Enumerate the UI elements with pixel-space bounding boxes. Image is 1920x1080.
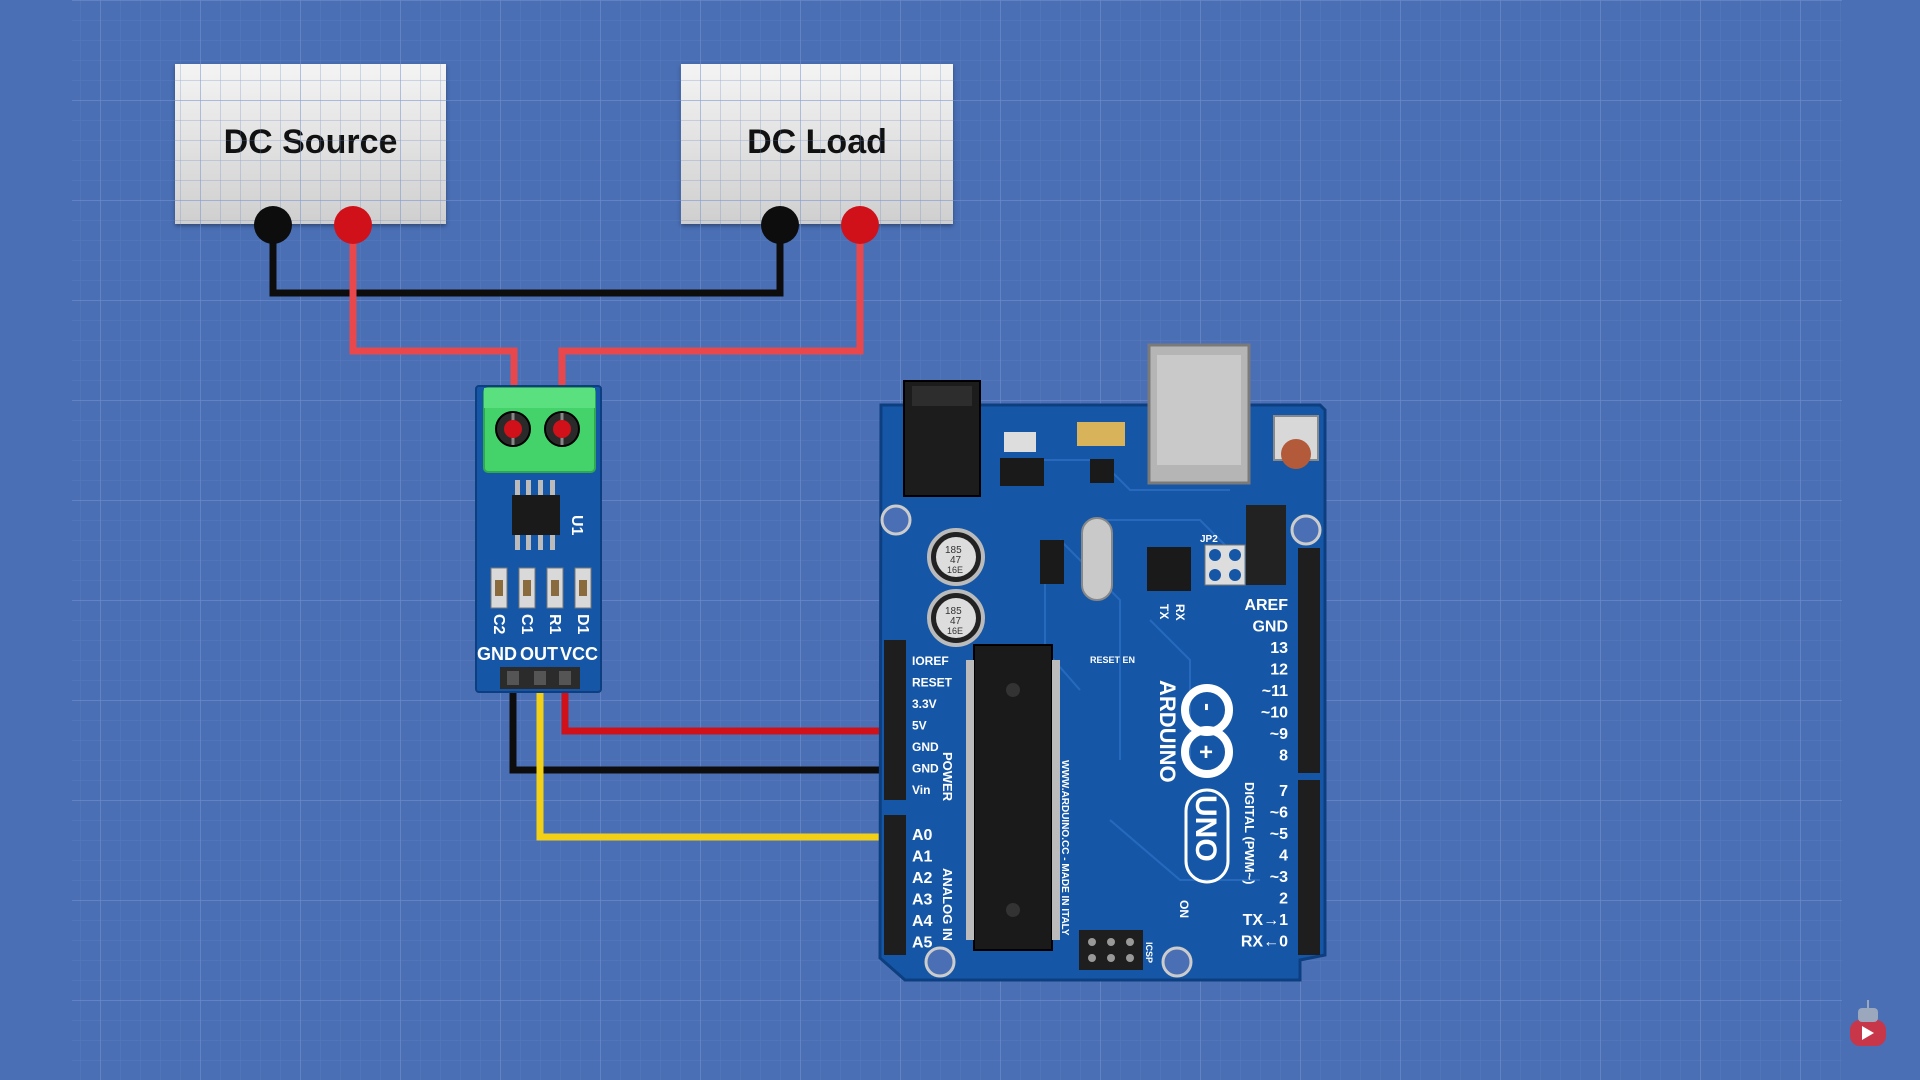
label-icsp: ICSP <box>1144 942 1154 963</box>
dc-load-box: DC Load <box>681 64 953 224</box>
pin-label: ~6 <box>1270 805 1288 822</box>
digital-section-label: DIGITAL (PWM~) <box>1242 782 1257 884</box>
pin-label: GND <box>912 740 939 754</box>
mounting-hole <box>1161 946 1193 978</box>
capacitor-marking: 185 <box>945 606 962 617</box>
chip-label-u1: U1 <box>568 515 585 536</box>
pin-label: A0 <box>912 827 933 844</box>
capacitor-marking: 47 <box>950 616 962 627</box>
label-reset-en: RESET EN <box>1090 655 1135 665</box>
icsp-header <box>1079 930 1143 970</box>
mounting-hole <box>1290 514 1322 546</box>
mounting-hole <box>924 946 956 978</box>
pin-label: RESET <box>912 676 953 690</box>
screw-right-icon <box>544 411 580 447</box>
digital-header-bottom <box>1298 780 1320 955</box>
logo-plus: + <box>1199 739 1213 766</box>
sensor-chip <box>512 495 560 535</box>
analog-section-label: ANALOG IN <box>940 868 955 941</box>
wire-dc-positive-source <box>349 225 518 428</box>
screw-left-icon <box>495 411 531 447</box>
pin-label: A4 <box>912 913 933 930</box>
pin-label: 5V <box>912 719 927 733</box>
dc-load-label: DC Load <box>747 122 887 161</box>
wire-signal-a0 <box>536 680 905 841</box>
atmega-mcu-chip <box>973 644 1053 951</box>
reset-button <box>1273 415 1319 461</box>
component-label-d1: D1 <box>574 614 591 635</box>
label-jp2: JP2 <box>1200 534 1218 545</box>
digital-pin-labels: AREF GND 13 12 ~11 ~10 ~9 8 7 ~6 ~5 4 ~3 2TX→1RX←0 <box>1241 597 1288 951</box>
arduino-uno-board: 185 47 16E 185 47 16E <box>878 343 1327 982</box>
pin-label: 12 <box>1270 662 1288 679</box>
dc-source-box: DC Source <box>175 64 446 224</box>
wire-gnd <box>509 680 905 774</box>
arduino-brand-text: ARDUINO <box>1155 680 1180 783</box>
pin-label: A2 <box>912 870 933 887</box>
crystal-oscillator <box>1081 517 1113 601</box>
power-section-label: POWER <box>940 752 955 802</box>
power-header <box>884 640 906 800</box>
label-on: ON <box>1177 900 1191 918</box>
pin-label: GND <box>1252 619 1288 636</box>
component-label-r1: R1 <box>546 614 563 635</box>
dc-barrel-jack <box>903 380 981 497</box>
screw-terminal-block <box>483 387 596 473</box>
sensor-pin-header <box>500 667 580 689</box>
label-rx: RX <box>1173 604 1187 621</box>
pin-label-out: OUT <box>520 644 558 664</box>
pin-label: RX←0 <box>1241 934 1288 951</box>
power-pin-labels: IOREF RESET 3.3V 5V GND GND Vin <box>912 654 953 797</box>
usb-controller-chip <box>1147 547 1191 591</box>
pin-label: Vin <box>912 783 930 797</box>
capacitor-marking: 16E <box>947 626 963 636</box>
pin-label: ~9 <box>1270 726 1288 743</box>
pin-label: A5 <box>912 935 933 952</box>
pin-label: 13 <box>1270 640 1288 657</box>
current-sensor-module: U1 C2 C1 R1 D1 GND OUT VCC <box>475 385 602 693</box>
electrolytic-capacitor <box>927 589 985 647</box>
pin-label: ~11 <box>1262 683 1288 700</box>
pin-label-gnd: GND <box>477 644 517 664</box>
pin-label: 8 <box>1279 748 1288 765</box>
pin-label: 4 <box>1279 848 1288 865</box>
pin-label: ~3 <box>1270 869 1288 886</box>
mounting-hole <box>880 504 912 536</box>
logo-minus: - <box>1194 703 1221 711</box>
pin-label: 2 <box>1279 891 1288 908</box>
pin-label: AREF <box>1244 597 1288 614</box>
label-tx: TX <box>1157 604 1171 619</box>
capacitor-marking: 185 <box>945 545 962 556</box>
pin-label: GND <box>912 762 939 776</box>
pin-label: 3.3V <box>912 697 937 711</box>
arduino-url-text: WWW.ARDUINO.CC - MADE IN ITALY <box>1059 760 1070 936</box>
electrolytic-capacitor <box>927 528 985 586</box>
wire-vcc-5v <box>561 680 905 735</box>
capacitor-marking: 16E <box>947 565 963 575</box>
digital-header-top <box>1298 548 1320 773</box>
pin-label: TX→1 <box>1243 912 1288 929</box>
pin-label: A1 <box>912 849 933 866</box>
wire-dc-positive-load <box>558 225 864 428</box>
pin-label: ~5 <box>1270 826 1288 843</box>
pin-label: ~10 <box>1261 705 1288 722</box>
arduino-infinity-logo <box>1181 684 1233 778</box>
component-label-c1: C1 <box>518 614 535 635</box>
analog-header <box>884 815 906 955</box>
pin-label: A3 <box>912 892 933 909</box>
arduino-model-text: UNO <box>1189 795 1222 862</box>
dc-source-label: DC Source <box>223 122 398 161</box>
component-label-c2: C2 <box>490 614 507 635</box>
usb-b-port <box>1147 343 1251 485</box>
pin-label: 7 <box>1279 783 1288 800</box>
pin-label: IOREF <box>912 654 949 668</box>
wire-dc-negative <box>269 225 784 297</box>
pin-label-vcc: VCC <box>560 644 598 664</box>
robot-play-icon <box>1850 1000 1886 1046</box>
capacitor-marking: 47 <box>950 555 962 566</box>
